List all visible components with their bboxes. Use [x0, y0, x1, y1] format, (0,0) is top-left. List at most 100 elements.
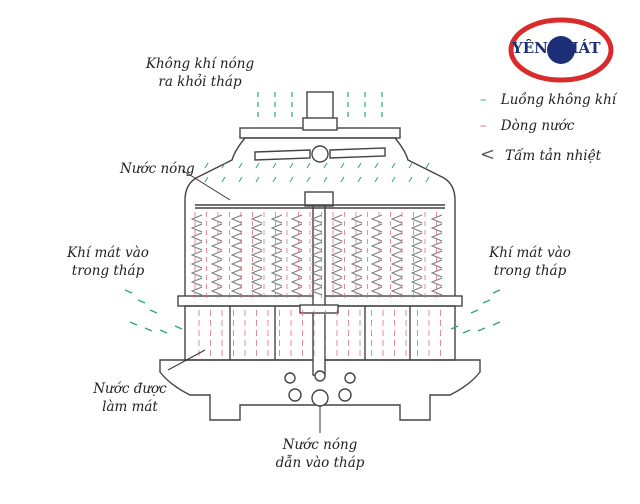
label-hot-water-in: Nước nóng dẫn vào tháp	[275, 437, 365, 471]
fill-chevron	[310, 214, 323, 224]
fill-chevron	[330, 241, 343, 251]
fill-chevron	[330, 214, 343, 224]
fill-chevron	[230, 259, 243, 269]
fill-chevron	[210, 277, 223, 287]
air-dash	[272, 176, 277, 183]
fill-chevron	[270, 286, 283, 296]
fill-chevron	[270, 250, 283, 260]
fill-chevron	[270, 223, 283, 233]
fill-chevron	[310, 250, 323, 260]
fill-chevron	[190, 286, 203, 296]
fill-chevron	[430, 250, 443, 260]
red-dash-icon: –	[480, 118, 487, 134]
cool-air-right-dash	[482, 299, 491, 304]
fill-chevron	[350, 286, 363, 296]
logo-mark	[508, 17, 614, 83]
label-cooled-water: Nước được làm mát	[93, 381, 167, 415]
fill-chevron	[310, 223, 323, 233]
fill-chevron	[210, 250, 223, 260]
label-cool-air-right: Khí mát vào trong tháp	[489, 245, 571, 279]
fill-chevron	[390, 277, 403, 287]
air-dash	[374, 176, 379, 183]
air-dash	[323, 162, 328, 169]
fill-chevron	[190, 232, 203, 242]
air-dash	[306, 176, 311, 183]
fill-chevron	[210, 214, 223, 224]
fill-chevron	[270, 277, 283, 287]
fill-chevron	[210, 268, 223, 278]
fill-chevron	[270, 241, 283, 251]
label-hot-water: Nước nóng	[120, 161, 195, 177]
fill-chevron	[330, 259, 343, 269]
fill-chevron	[330, 268, 343, 278]
fill-chevron	[270, 268, 283, 278]
fill-chevron	[210, 286, 223, 296]
fill-chevron	[250, 223, 263, 233]
legend-item-water: –Dòng nước	[480, 118, 575, 134]
air-dash	[425, 176, 430, 183]
fill-chevron	[310, 277, 323, 287]
fill-chevron	[390, 232, 403, 242]
fill-chevron	[430, 277, 443, 287]
fill-chevron	[310, 286, 323, 296]
fill-chevron	[410, 259, 423, 269]
air-dash	[238, 162, 243, 169]
air-dash	[340, 176, 345, 183]
fill-chevron	[430, 259, 443, 269]
air-dash	[306, 162, 311, 169]
air-dash	[408, 176, 413, 183]
fill-chevron	[330, 232, 343, 242]
logo-text: YÊN PHÁT	[512, 39, 601, 57]
air-flow-arrows	[124, 92, 501, 334]
fill-chevron	[310, 232, 323, 242]
fill-chevron	[250, 268, 263, 278]
cool-air-left-dash	[144, 327, 153, 332]
air-dash	[425, 162, 430, 169]
fill-chevron	[250, 214, 263, 224]
air-dash	[391, 176, 396, 183]
fill-chevron	[270, 214, 283, 224]
fill-chevron	[330, 277, 343, 287]
air-dash	[221, 176, 226, 183]
fill-chevron	[250, 232, 263, 242]
fill-chevron	[390, 250, 403, 260]
label-cool-air-left: Khí mát vào trong tháp	[67, 245, 149, 279]
fan-hub	[311, 145, 329, 163]
fill-chevron	[430, 268, 443, 278]
fill-chevron	[350, 259, 363, 269]
logo-center	[547, 36, 575, 64]
fill-chevron	[410, 277, 423, 287]
fill-chevron	[250, 286, 263, 296]
fill-chevron	[410, 268, 423, 278]
fill-chevron	[350, 223, 363, 233]
fill-chevron	[330, 250, 343, 260]
fill-chevron	[430, 223, 443, 233]
fill-chevron	[390, 214, 403, 224]
leader-lines	[167, 169, 321, 433]
air-dash	[255, 176, 260, 183]
air-dash	[272, 162, 277, 169]
fill-chevron	[230, 214, 243, 224]
air-dash	[408, 162, 413, 169]
fill-chevron	[230, 286, 243, 296]
fill-chevron	[410, 232, 423, 242]
fill-chevron	[190, 277, 203, 287]
cool-air-left-dash	[174, 325, 183, 330]
leader-hot-water	[181, 169, 231, 201]
fill-chevron	[410, 286, 423, 296]
fill-chevron	[410, 250, 423, 260]
fill-chevron	[310, 268, 323, 278]
fill-chevron	[210, 241, 223, 251]
hot-water-inlet-port	[311, 389, 329, 407]
green-dash-icon: –	[480, 92, 487, 108]
air-dash	[204, 162, 209, 169]
fill-chevron	[250, 250, 263, 260]
fill-chevron	[210, 232, 223, 242]
air-dash	[289, 176, 294, 183]
fill-chevron	[350, 214, 363, 224]
air-dash	[204, 176, 209, 183]
fill-chevron	[410, 214, 423, 224]
center-pipe	[312, 199, 326, 376]
